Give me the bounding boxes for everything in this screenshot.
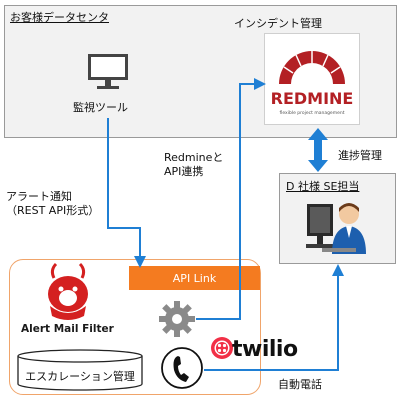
redmine-logo: REDMINE flexible project management — [264, 33, 360, 125]
monitoring-tool-label: 監視ツール — [73, 101, 128, 114]
redmine-api-arrow — [196, 78, 266, 320]
se-person-icon — [306, 203, 366, 254]
redmine-api-link-label: Redmineと API連携 — [164, 151, 223, 179]
api-link-bar: API Link — [129, 266, 260, 290]
auto-call-label: 自動電話 — [278, 378, 322, 391]
escalation-management-label: エスカレーション管理 — [25, 370, 135, 383]
redmine-logo-text: REDMINE — [271, 89, 354, 108]
alert-notice-line1: アラート通知 — [6, 190, 72, 203]
phone-icon — [161, 347, 203, 389]
datacenter-title: お客様データセンタ — [10, 11, 109, 24]
alert-notice-label: アラート通知 （REST API形式） — [6, 190, 99, 218]
twilio-logo-text: twilio — [232, 337, 298, 362]
auto-call-arrow — [204, 264, 344, 371]
alert-notice-arrow — [107, 118, 146, 268]
redmine-api-line1: Redmineと — [164, 151, 224, 164]
incident-management-label: インシデント管理 — [234, 17, 322, 30]
progress-management-label: 進捗管理 — [338, 149, 382, 162]
monitor-icon — [88, 54, 128, 89]
progress-double-arrow — [308, 128, 328, 172]
gear-icon — [159, 301, 195, 337]
escalation-database-icon — [17, 349, 143, 391]
alert-mail-filter-text: Alert Mail Filter — [21, 323, 115, 335]
alert-mail-filter-logo: Alert Mail Filter — [21, 262, 115, 335]
api-link-label: API Link — [172, 271, 217, 285]
redmine-arch-icon: REDMINE flexible project management — [271, 51, 354, 116]
redmine-tagline: flexible project management — [280, 110, 345, 116]
d-company-title: D 社様 SE担当 — [286, 180, 360, 193]
twilio-icon — [211, 337, 233, 359]
redmine-api-line2: API連携 — [164, 165, 204, 178]
alert-notice-line2: （REST API形式） — [6, 204, 100, 217]
